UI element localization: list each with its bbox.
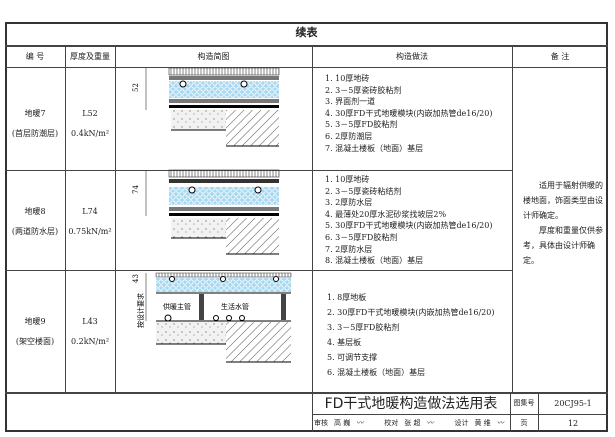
atlas-label: 图集号 bbox=[513, 399, 535, 407]
sheet-title: FD干式地暖构造做法选用表 bbox=[324, 396, 498, 412]
diagram-floor-8: 74 bbox=[132, 169, 280, 255]
svg-text:供暖主管: 供暖主管 bbox=[163, 302, 191, 311]
svg-text:74: 74 bbox=[132, 185, 140, 194]
header-thickness: 厚度及重量 bbox=[70, 52, 110, 61]
row-code: 地暖8(两道防水层) bbox=[11, 207, 59, 236]
header-notes: 备 注 bbox=[550, 52, 570, 61]
section-diagrams: 52 74 43 按设计要求 供暖主管 生活水管 bbox=[132, 68, 292, 363]
atlas-number: 20CJ95-1 bbox=[554, 399, 592, 408]
table-title: 续表 bbox=[295, 26, 318, 39]
diagram-floor-9: 43 按设计要求 供暖主管 生活水管 bbox=[132, 272, 292, 363]
page-label: 页 bbox=[520, 419, 528, 427]
header-code: 编 号 bbox=[25, 52, 45, 61]
row-code: 地暖9(架空楼面) bbox=[15, 317, 55, 346]
page-number: 12 bbox=[567, 419, 579, 428]
side-label: 按设计要求 bbox=[136, 293, 145, 328]
notes: 适用于辐射供暖的楼地面，饰面类型由设计师确定。厚度和重量仅供参考，具体由设计师确… bbox=[523, 181, 603, 265]
sheet-frame bbox=[5, 22, 608, 432]
svg-text:43: 43 bbox=[132, 274, 140, 283]
row-code: 地暖7(首层防潮层) bbox=[11, 109, 59, 138]
signature-row: 审核高 巍〰 校对张 超〰 设计黄 维〰 bbox=[314, 419, 504, 427]
diagram-floor-7: 52 bbox=[132, 68, 280, 147]
svg-text:生活水管: 生活水管 bbox=[221, 302, 249, 311]
svg-text:52: 52 bbox=[132, 83, 140, 92]
header-diagram: 构造简图 bbox=[197, 52, 230, 61]
header-method: 构造做法 bbox=[396, 52, 428, 61]
